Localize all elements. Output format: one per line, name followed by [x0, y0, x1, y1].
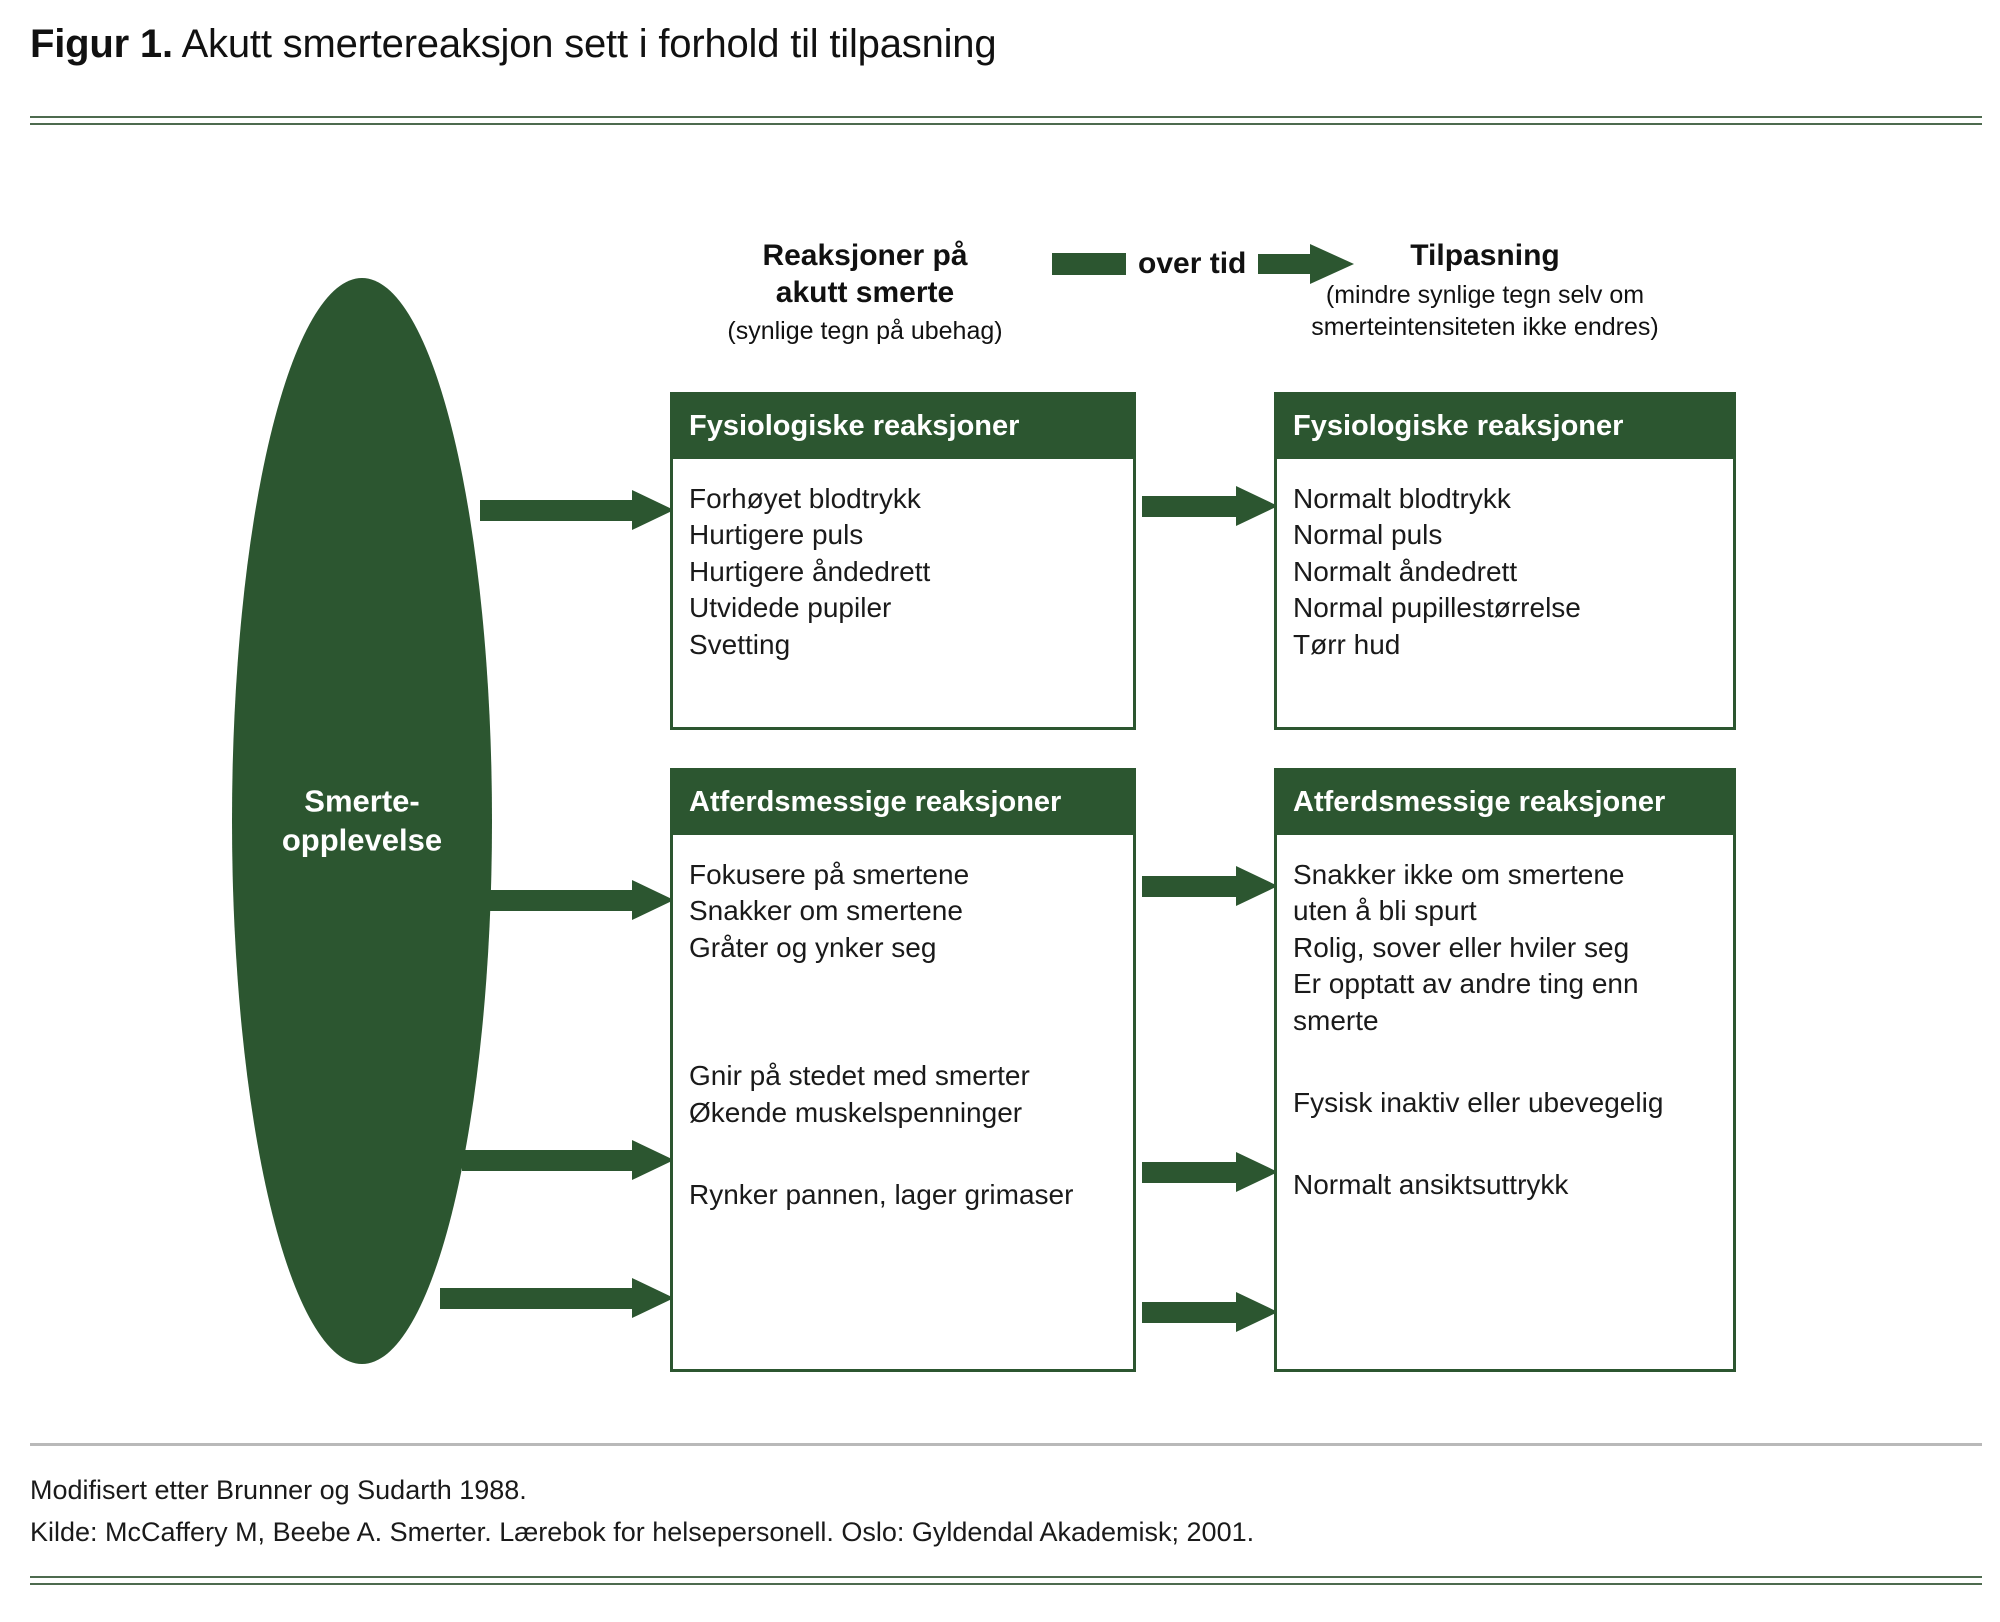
- list-item: Rolig, sover eller hviler seg: [1293, 931, 1630, 963]
- arrow-shaft: [1142, 1302, 1240, 1323]
- arrow-pain-to-behavioral-group3: [440, 1278, 676, 1318]
- list-item: uten å bli spurt: [1293, 895, 1477, 927]
- arrow-shaft: [440, 1288, 636, 1309]
- box-behavioral-acute: Atferdsmessige reaksjoner Fokusere på sm…: [670, 768, 1136, 1372]
- column-header-left-title: Reaksjoner på akutt smerte: [700, 238, 1030, 311]
- list-item: Normalt ansiktsuttrykk: [1293, 1169, 1569, 1201]
- box-behavioral-adapted-body: Snakker ikke om smertene uten å bli spur…: [1277, 835, 1733, 1214]
- list-item: Normal pupillestørrelse: [1293, 592, 1581, 624]
- column-header-left: Reaksjoner på akutt smerte (synlige tegn…: [700, 238, 1030, 346]
- arrow-shaft: [480, 500, 636, 521]
- list-item: Forhøyet blodtrykk: [689, 483, 921, 514]
- footer-notes: Modifisert etter Brunner og Sudarth 1988…: [30, 1470, 1254, 1554]
- right-arrow-icon: [1258, 244, 1355, 284]
- list-item: Svetting: [689, 628, 791, 660]
- group-spacer: [689, 966, 1117, 1058]
- box-behavioral-adapted: Atferdsmessige reaksjoner Snakker ikke o…: [1274, 768, 1736, 1372]
- footer-line-source: Kilde: McCaffery M, Beebe A. Smerter. Læ…: [30, 1516, 1255, 1547]
- box-behavioral-acute-body: Fokusere på smertene Snakker om smertene…: [673, 835, 1133, 1223]
- box-behavioral-adapted-header: Atferdsmessige reaksjoner: [1277, 771, 1733, 835]
- arrow-physiological-to-adapted: [1142, 486, 1280, 526]
- box-physiological-acute: Fysiologiske reaksjoner Forhøyet blodtry…: [670, 392, 1136, 730]
- list-item: Utvidede pupiler: [689, 592, 892, 624]
- column-header-right-subtitle-line2: smerteintensiteten ikke endres): [1311, 313, 1659, 342]
- pain-experience-label: Smerte- opplevelse: [232, 782, 492, 860]
- arrow-head: [632, 880, 674, 920]
- box-physiological-acute-header: Fysiologiske reaksjoner: [673, 395, 1133, 459]
- list-item: Normal puls: [1293, 519, 1443, 551]
- list-item: Er opptatt av andre ting enn: [1293, 968, 1639, 1000]
- column-header-left-subtitle: (synlige tegn på ubehag): [727, 317, 1003, 346]
- list-item: Gråter og ynker seg: [689, 931, 937, 963]
- arrow-shaft: [1142, 1162, 1240, 1183]
- box-physiological-adapted: Fysiologiske reaksjoner Normalt blodtryk…: [1274, 392, 1736, 730]
- column-header-right-subtitle: (mindre synlige tegn selv om smerteinten…: [1255, 279, 1715, 344]
- arrow-head: [1236, 486, 1278, 526]
- column-header-right-subtitle-line1: (mindre synlige tegn selv om: [1325, 280, 1645, 309]
- arrow-pain-to-behavioral-group2: [462, 1140, 676, 1180]
- column-header-right: Tilpasning (mindre synlige tegn selv om …: [1255, 238, 1715, 344]
- arrow-behavioral-group2-to-adapted: [1142, 1152, 1280, 1192]
- arrow-shaft: [462, 1150, 636, 1171]
- footer-divider-rule: [30, 1443, 1982, 1446]
- green-bar-icon: [1052, 253, 1126, 275]
- arrow-head: [1236, 1152, 1278, 1192]
- list-item: Normalt åndedrett: [1293, 555, 1518, 587]
- arrow-head: [1236, 1292, 1278, 1332]
- column-header-right-title: Tilpasning: [1410, 239, 1560, 272]
- arrow-shaft: [1258, 254, 1317, 274]
- list-item: Fokusere på smertene: [689, 859, 970, 890]
- arrow-head: [632, 1278, 674, 1318]
- list-item: Hurtigere åndedrett: [689, 555, 931, 587]
- group-spacer: [1293, 1121, 1717, 1167]
- figure-title-text: Akutt smertereaksjon sett i forhold til …: [181, 22, 997, 66]
- box-physiological-adapted-header: Fysiologiske reaksjoner: [1277, 395, 1733, 459]
- arrow-head: [632, 490, 674, 530]
- arrow-shaft: [1142, 496, 1240, 517]
- arrow-head: [632, 1140, 674, 1180]
- arrow-pain-to-behavioral-group1: [480, 880, 676, 920]
- column-header-left-title-line1: Reaksjoner på: [762, 239, 968, 272]
- page-title: Figur 1. Akutt smertereaksjon sett i for…: [30, 22, 997, 67]
- list-item: Rynker pannen, lager grimaser: [689, 1178, 1074, 1210]
- list-item: Tørr hud: [1293, 628, 1401, 660]
- pain-experience-label-line2: opplevelse: [281, 822, 443, 857]
- arrow-shaft: [480, 890, 636, 911]
- list-item: Normalt blodtrykk: [1293, 483, 1511, 514]
- group-spacer: [689, 1131, 1117, 1177]
- list-item: Hurtigere puls: [689, 519, 864, 551]
- arrow-behavioral-group3-to-adapted: [1142, 1292, 1280, 1332]
- top-divider-rule: [30, 116, 1982, 125]
- transition-label: over tid: [1138, 247, 1247, 280]
- arrow-pain-to-physiological: [480, 490, 676, 530]
- transition-indicator: over tid: [1052, 244, 1355, 284]
- arrow-shaft: [1142, 876, 1240, 897]
- box-physiological-acute-body: Forhøyet blodtrykk Hurtigere puls Hurtig…: [673, 459, 1133, 673]
- list-item: smerte: [1293, 1004, 1379, 1036]
- list-item: Gnir på stedet med smerter: [689, 1060, 1030, 1092]
- group-spacer: [1293, 1039, 1717, 1085]
- arrow-head: [1236, 866, 1278, 906]
- list-item: Snakker om smertene: [689, 895, 963, 927]
- footer-line-modified: Modifisert etter Brunner og Sudarth 1988…: [30, 1475, 527, 1505]
- list-item: Snakker ikke om smertene: [1293, 859, 1625, 890]
- arrow-behavioral-group1-to-adapted: [1142, 866, 1280, 906]
- pain-experience-node: Smerte- opplevelse: [232, 278, 492, 1364]
- box-physiological-adapted-body: Normalt blodtrykk Normal puls Normalt ån…: [1277, 459, 1733, 673]
- pain-experience-label-line1: Smerte-: [304, 783, 420, 819]
- bottom-divider-rule: [30, 1576, 1982, 1585]
- column-header-left-title-line2: akutt smerte: [775, 275, 955, 309]
- box-behavioral-acute-header: Atferdsmessige reaksjoner: [673, 771, 1133, 835]
- list-item: Fysisk inaktiv eller ubevegelig: [1293, 1086, 1664, 1118]
- arrow-head: [1310, 244, 1355, 284]
- figure-label: Figur 1.: [30, 22, 173, 66]
- list-item: Økende muskelspenninger: [689, 1096, 1023, 1128]
